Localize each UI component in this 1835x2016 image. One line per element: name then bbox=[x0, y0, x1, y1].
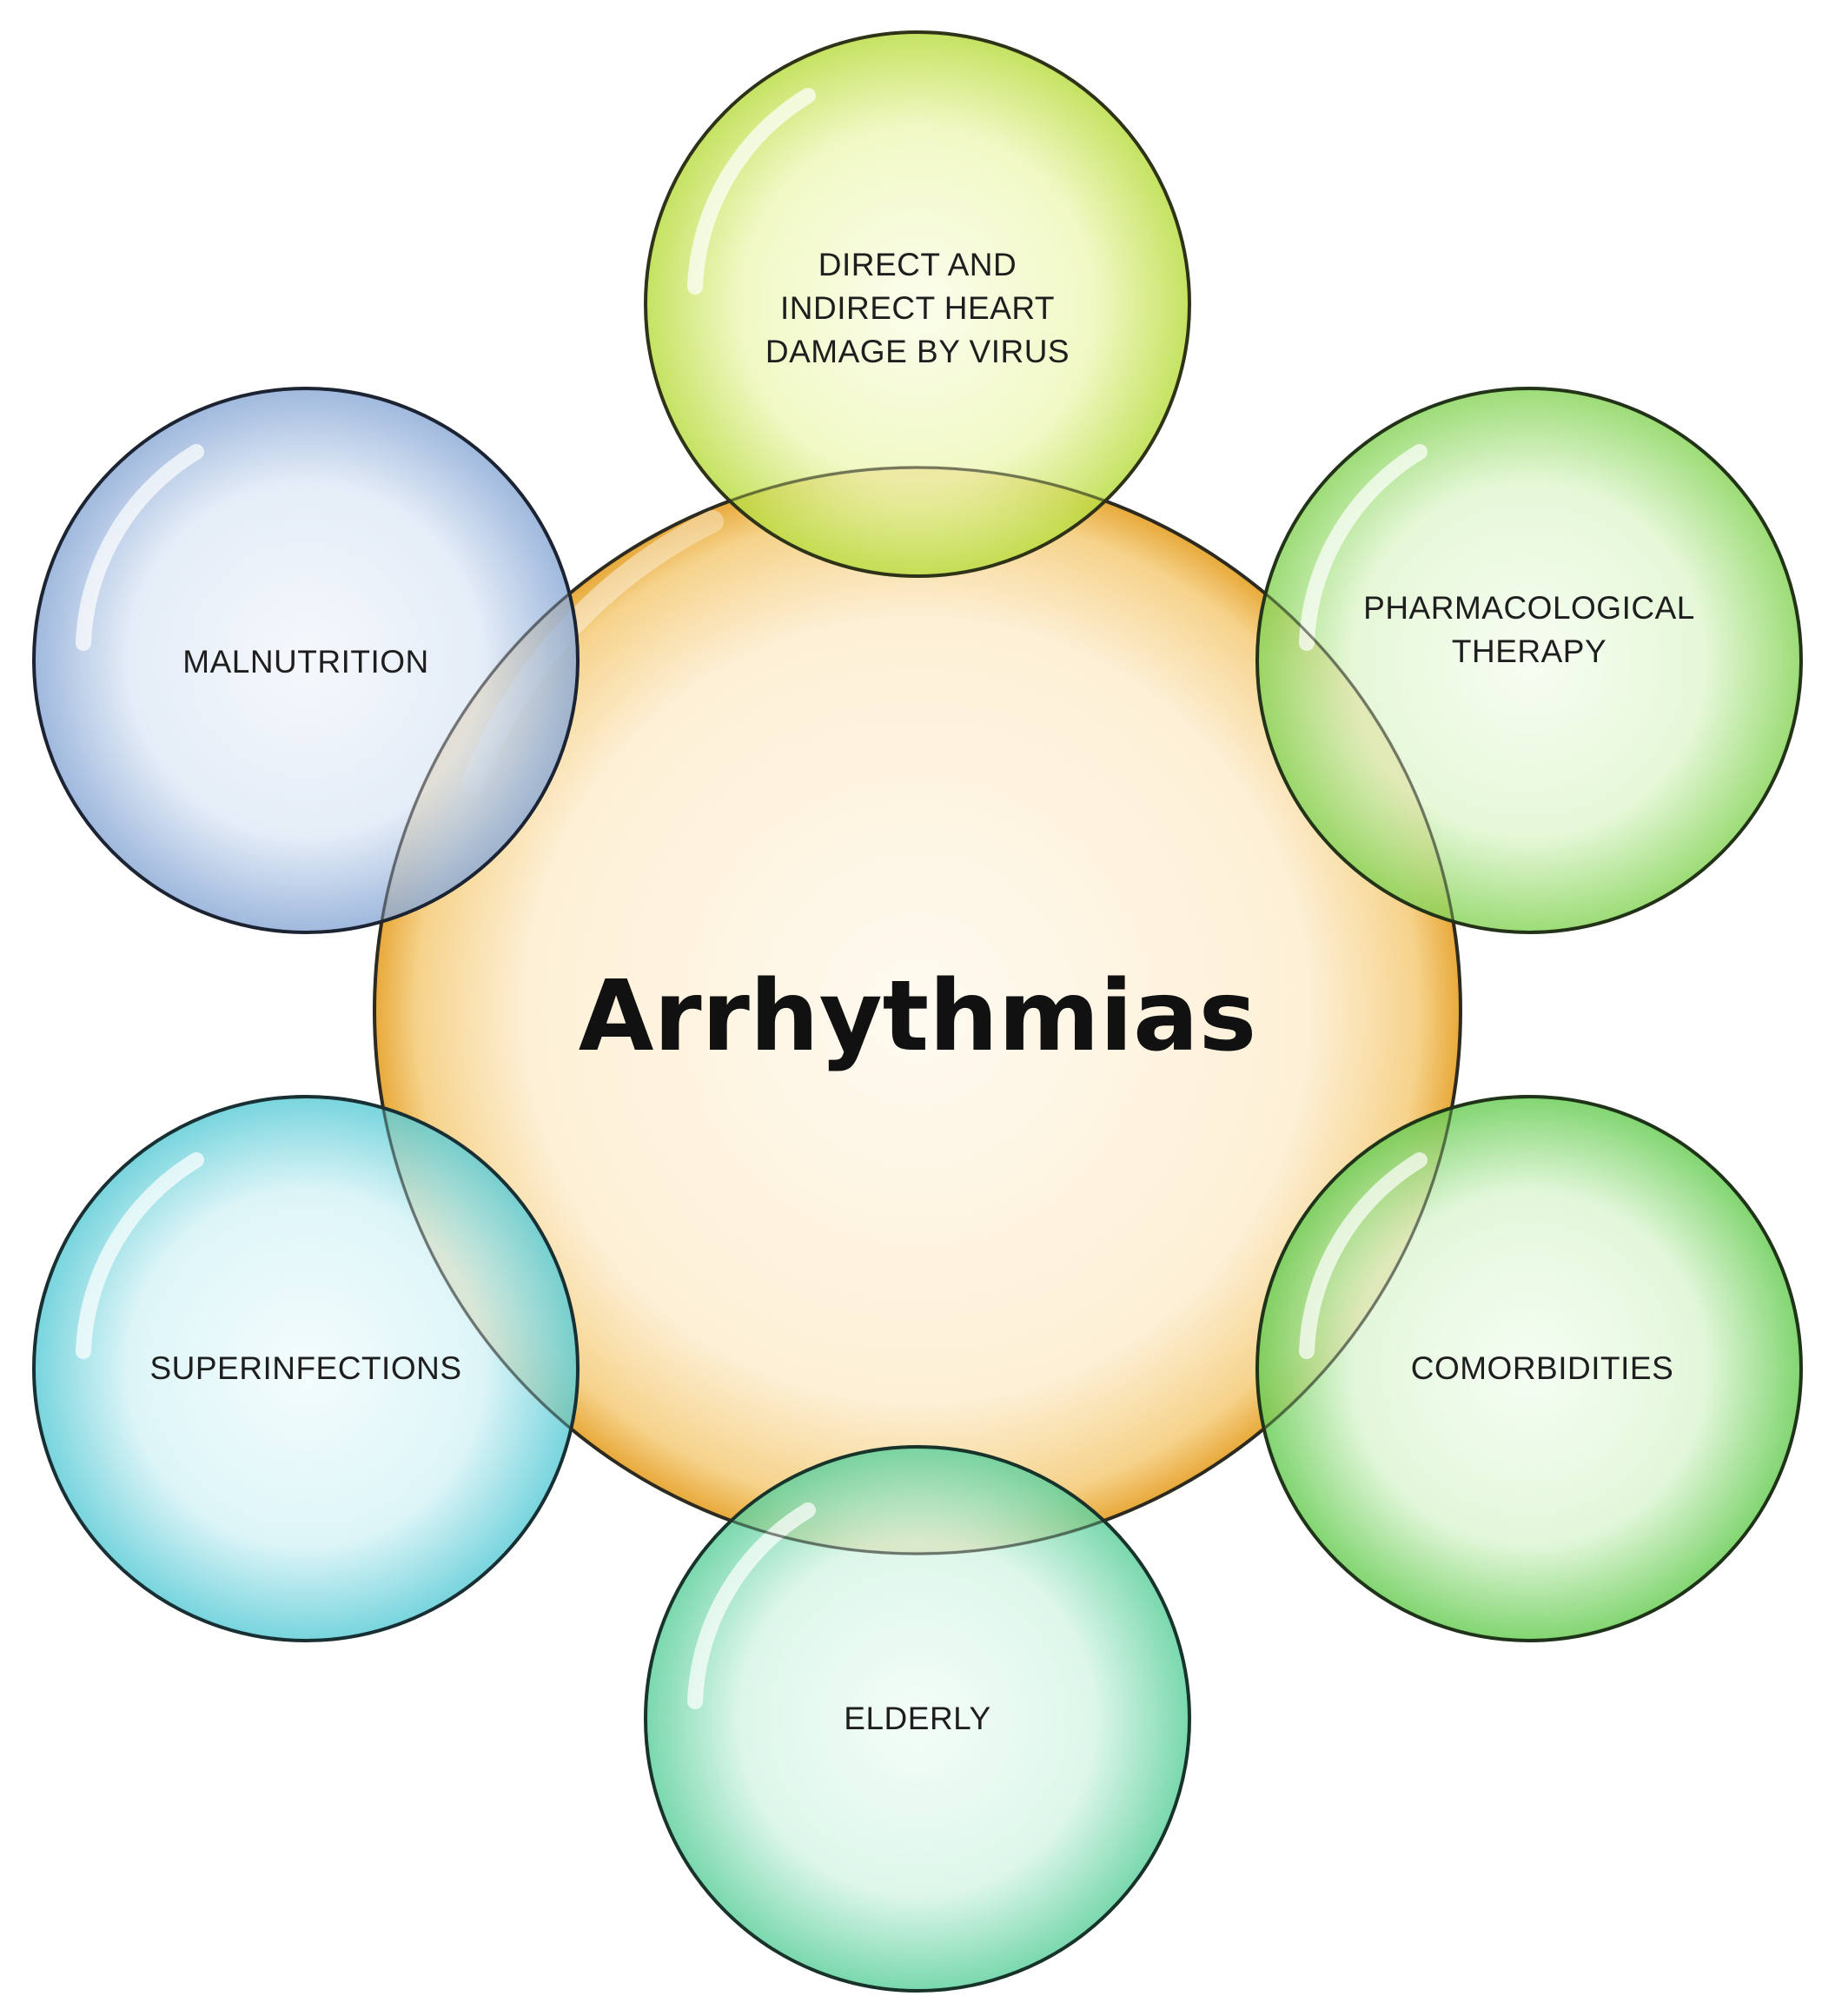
factor-circle-comorbidities bbox=[1255, 1095, 1803, 1642]
factor-circle-virus bbox=[644, 30, 1191, 578]
factor-circle-superinfections bbox=[32, 1095, 580, 1642]
factor-circle-pharmacological bbox=[1255, 387, 1803, 934]
factor-circle-malnutrition bbox=[32, 387, 580, 934]
center-circle-outline bbox=[373, 466, 1462, 1555]
factor-circle-elderly bbox=[644, 1445, 1191, 1993]
